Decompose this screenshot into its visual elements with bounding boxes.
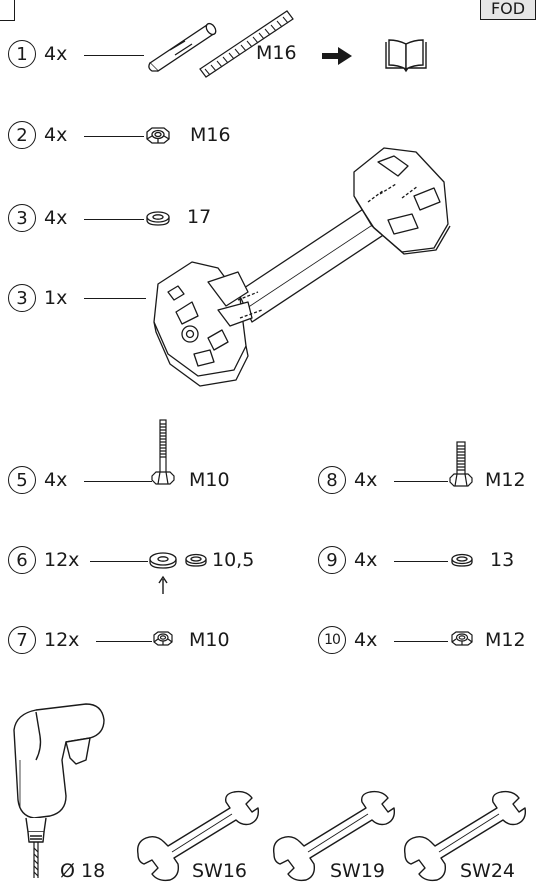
item-number-1: 1 — [8, 40, 36, 68]
small-washer-icon — [185, 553, 207, 567]
item-number-10: 10 — [318, 626, 346, 654]
open-book-icon — [385, 39, 427, 73]
item-qty-7: 12x — [44, 629, 80, 651]
item-number-7: 7 — [8, 626, 36, 654]
hex-nut-icon — [146, 127, 170, 144]
item-number-3: 3 — [8, 204, 36, 232]
washer-13-icon — [451, 553, 473, 567]
item-number-8: 8 — [318, 466, 346, 494]
item-qty-1: 4x — [44, 43, 68, 65]
wrench-label-sw24: SW24 — [460, 860, 516, 882]
item-spec-1: M16 — [256, 42, 297, 64]
wrench-sw24-icon — [403, 790, 527, 882]
item-number-9: 9 — [318, 546, 346, 574]
page-corner-frame — [0, 0, 15, 21]
item-qty-10: 4x — [354, 629, 378, 651]
item-qty-9: 4x — [354, 549, 378, 571]
washer-icon — [146, 211, 170, 226]
leader-line-9 — [394, 561, 448, 562]
item-spec-5: M10 — [189, 469, 230, 491]
item-qty-8: 4x — [354, 469, 378, 491]
up-arrow-icon — [158, 575, 168, 594]
leader-line-6 — [90, 561, 148, 562]
power-drill-icon — [13, 703, 105, 878]
leader-line-8 — [394, 481, 448, 482]
item-number-5: 5 — [8, 466, 36, 494]
item-qty-6: 12x — [44, 549, 80, 571]
hex-nut-m10-icon — [153, 631, 173, 646]
item-number-3b: 3 — [8, 284, 36, 312]
leader-line-2 — [84, 136, 144, 137]
right-arrow-icon — [322, 47, 352, 65]
wrench-sw19-icon — [272, 790, 396, 882]
leader-line-3b — [84, 298, 146, 299]
wrench-label-sw19: SW19 — [330, 860, 386, 882]
item-number-6: 6 — [8, 546, 36, 574]
wrench-label-sw16: SW16 — [192, 860, 248, 882]
drill-bit-size: Ø 18 — [60, 860, 106, 882]
item-spec-10: M12 — [485, 629, 526, 651]
leader-line-1 — [84, 55, 144, 56]
leader-line-7 — [96, 641, 152, 642]
anchor-bolt-icon — [148, 10, 294, 78]
item-spec-8: M12 — [485, 469, 526, 491]
bolt-m10-icon — [151, 419, 175, 485]
wall-bracket-icon — [153, 147, 451, 387]
leader-line-5 — [84, 481, 152, 482]
item-spec-2: M16 — [190, 124, 231, 146]
item-spec-3: 17 — [187, 206, 212, 228]
leader-line-10 — [394, 641, 448, 642]
item-qty-3b: 1x — [44, 287, 68, 309]
bolt-m12-icon — [449, 441, 473, 487]
item-number-2: 2 — [8, 121, 36, 149]
hex-nut-m12-icon — [451, 631, 473, 646]
item-spec-7: M10 — [189, 629, 230, 651]
wrench-sw16-icon — [136, 790, 260, 882]
item-qty-2: 4x — [44, 124, 68, 146]
item-qty-3: 4x — [44, 207, 68, 229]
corner-tag: FOD — [480, 0, 536, 20]
item-qty-5: 4x — [44, 469, 68, 491]
item-spec-9: 13 — [490, 549, 515, 571]
large-washer-icon — [149, 552, 177, 569]
leader-line-3 — [84, 219, 144, 220]
item-spec-6: 10,5 — [212, 549, 255, 571]
